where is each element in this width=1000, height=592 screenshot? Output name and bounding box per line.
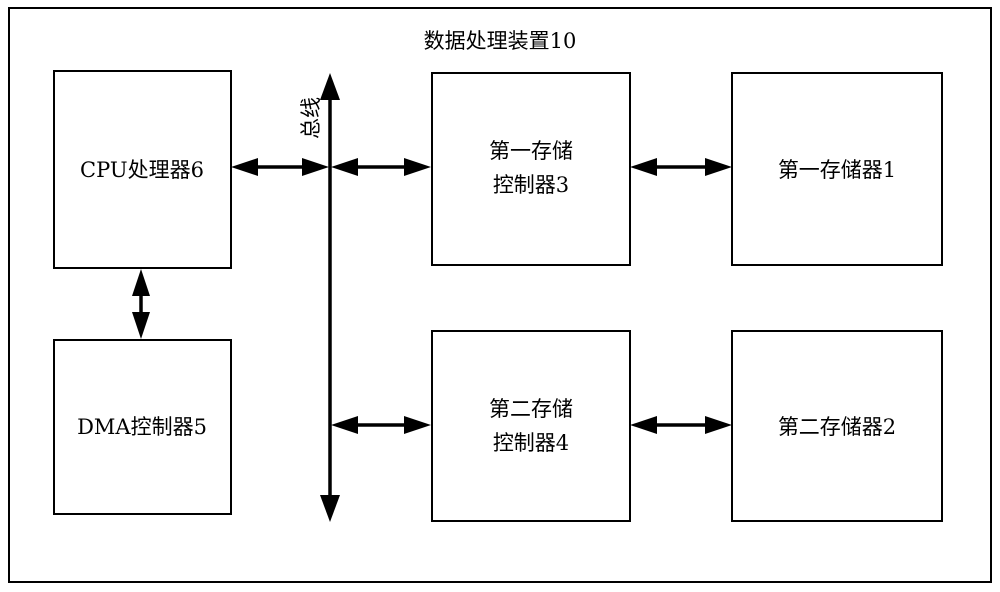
memory-controller-1-memory-1-arrow: [630, 158, 732, 176]
bus-line: [320, 73, 340, 522]
cpu-block: CPU处理器6: [53, 70, 232, 269]
dma-block: DMA控制器5: [53, 339, 232, 515]
memory-controller-2-label-line1: 第二存储: [489, 397, 573, 421]
memory-controller-2-memory-2-arrow: [630, 416, 732, 434]
memory-2-label: 第二存储器2: [778, 415, 896, 439]
bus-memory-controller-2-arrow: [331, 416, 431, 434]
device-frame: [8, 7, 992, 583]
memory-controller-1-label-line1: 第一存储: [489, 139, 573, 163]
memory-2-block: 第二存储器2: [731, 330, 943, 522]
memory-controller-1-label-line2: 控制器3: [493, 173, 569, 197]
bus-memory-controller-1-arrow: [331, 158, 431, 176]
cpu-label: CPU处理器6: [80, 158, 204, 182]
cpu-dma-arrow: [132, 269, 150, 339]
dma-label: DMA控制器5: [77, 415, 207, 439]
memory-controller-2-block: 第二存储 控制器4: [431, 330, 631, 522]
memory-1-label: 第一存储器1: [778, 158, 896, 182]
memory-1-block: 第一存储器1: [731, 72, 943, 266]
cpu-bus-arrow: [231, 158, 329, 176]
memory-controller-2-label-line2: 控制器4: [493, 431, 569, 455]
memory-controller-1-block: 第一存储 控制器3: [431, 72, 631, 266]
device-title: 数据处理装置10: [424, 29, 577, 53]
bus-label: 总线: [299, 97, 323, 139]
